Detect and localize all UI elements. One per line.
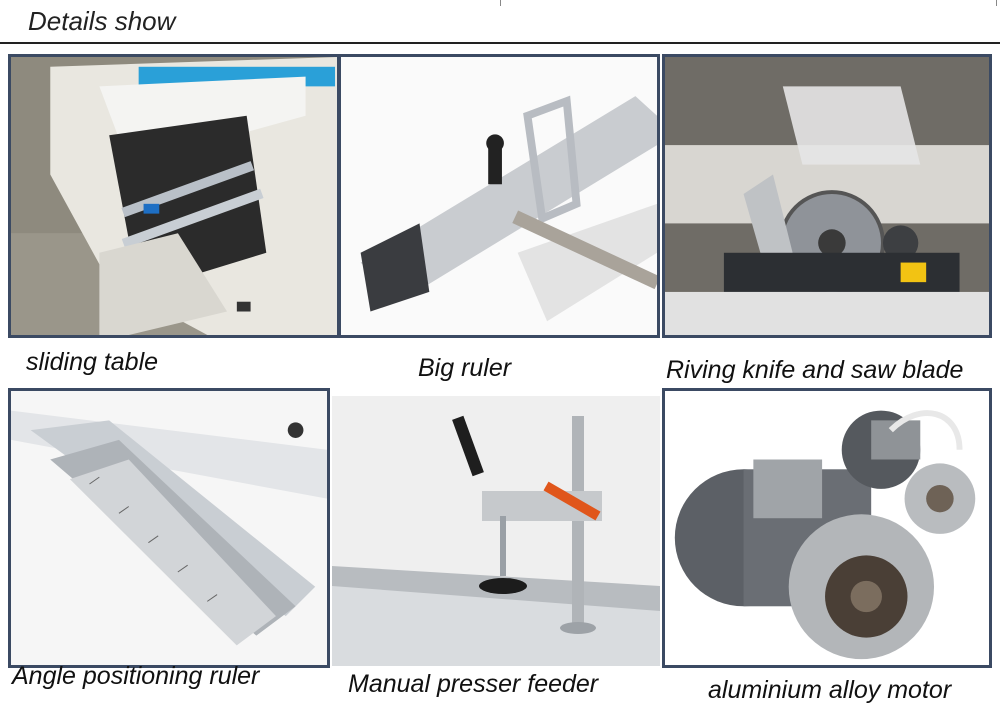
caption-presser-feeder: Manual presser feeder <box>348 670 599 698</box>
saw-blade-photo <box>662 54 992 338</box>
big-ruler-photo <box>338 54 660 338</box>
page-title: Details show <box>28 6 176 36</box>
sliding-table-photo <box>8 54 340 338</box>
divider-tick <box>996 0 997 6</box>
divider-tick <box>500 0 501 6</box>
header-divider <box>0 42 1000 44</box>
caption-motor: aluminium alloy motor <box>708 676 952 704</box>
caption-angle-ruler: Angle positioning ruler <box>12 662 260 690</box>
angle-ruler-photo <box>8 388 330 668</box>
motor-photo <box>662 388 992 668</box>
presser-feeder-photo <box>332 396 660 666</box>
caption-saw-blade: Riving knife and saw blade <box>666 356 964 384</box>
caption-big-ruler: Big ruler <box>418 354 512 382</box>
caption-sliding-table: sliding table <box>26 348 159 376</box>
